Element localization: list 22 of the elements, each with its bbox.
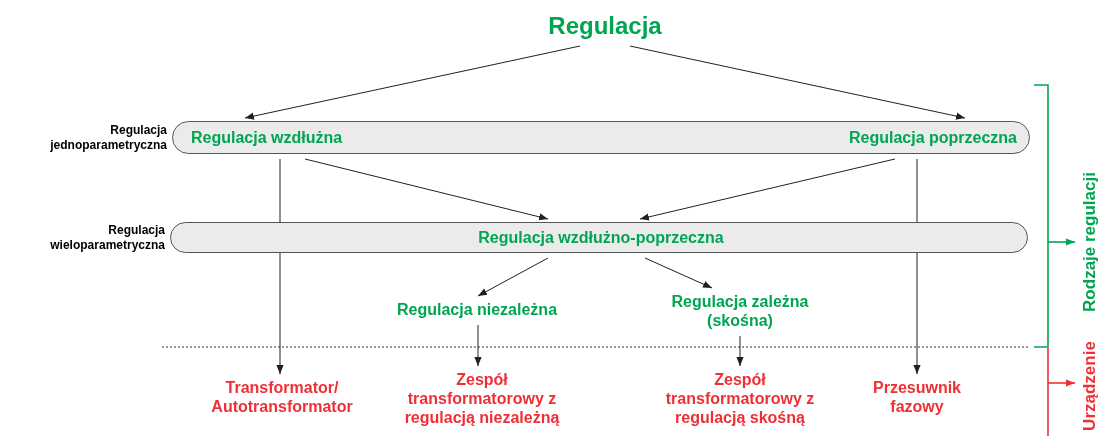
section-label: Urządzenie — [1079, 341, 1100, 431]
arrow — [644, 257, 713, 289]
device-label: Przesuwnik fazowy — [847, 378, 987, 416]
arrow — [244, 45, 581, 120]
arrow — [474, 324, 482, 367]
section-label: Rodzaje regulacji — [1079, 172, 1100, 312]
band-heading: Regulacja jednoparametryczna — [49, 122, 167, 153]
arrow — [629, 45, 966, 120]
band-heading: Regulacja wieloparametryczna — [49, 222, 165, 253]
device-label: Transformator/ Autotransformator — [192, 378, 372, 416]
diagram-title: Regulacja — [505, 12, 705, 40]
category-label: Regulacja poprzeczna — [848, 122, 1017, 153]
arrow — [736, 335, 744, 367]
category-label: Regulacja wzdłużna — [191, 122, 343, 153]
category-label: Regulacja zależna (skośna) — [650, 292, 830, 330]
device-label: Zespół transformatorowy z regulacją niezależną — [396, 370, 568, 427]
device-label: Zespół transformatorowy z regulacją skośną — [654, 370, 826, 427]
arrow — [639, 158, 896, 221]
arrow — [304, 158, 549, 221]
category-label: Regulacja niezależna — [372, 300, 582, 319]
category-label: Regulacja wzdłużno-poprzeczna — [451, 223, 751, 252]
arrow — [477, 257, 549, 297]
